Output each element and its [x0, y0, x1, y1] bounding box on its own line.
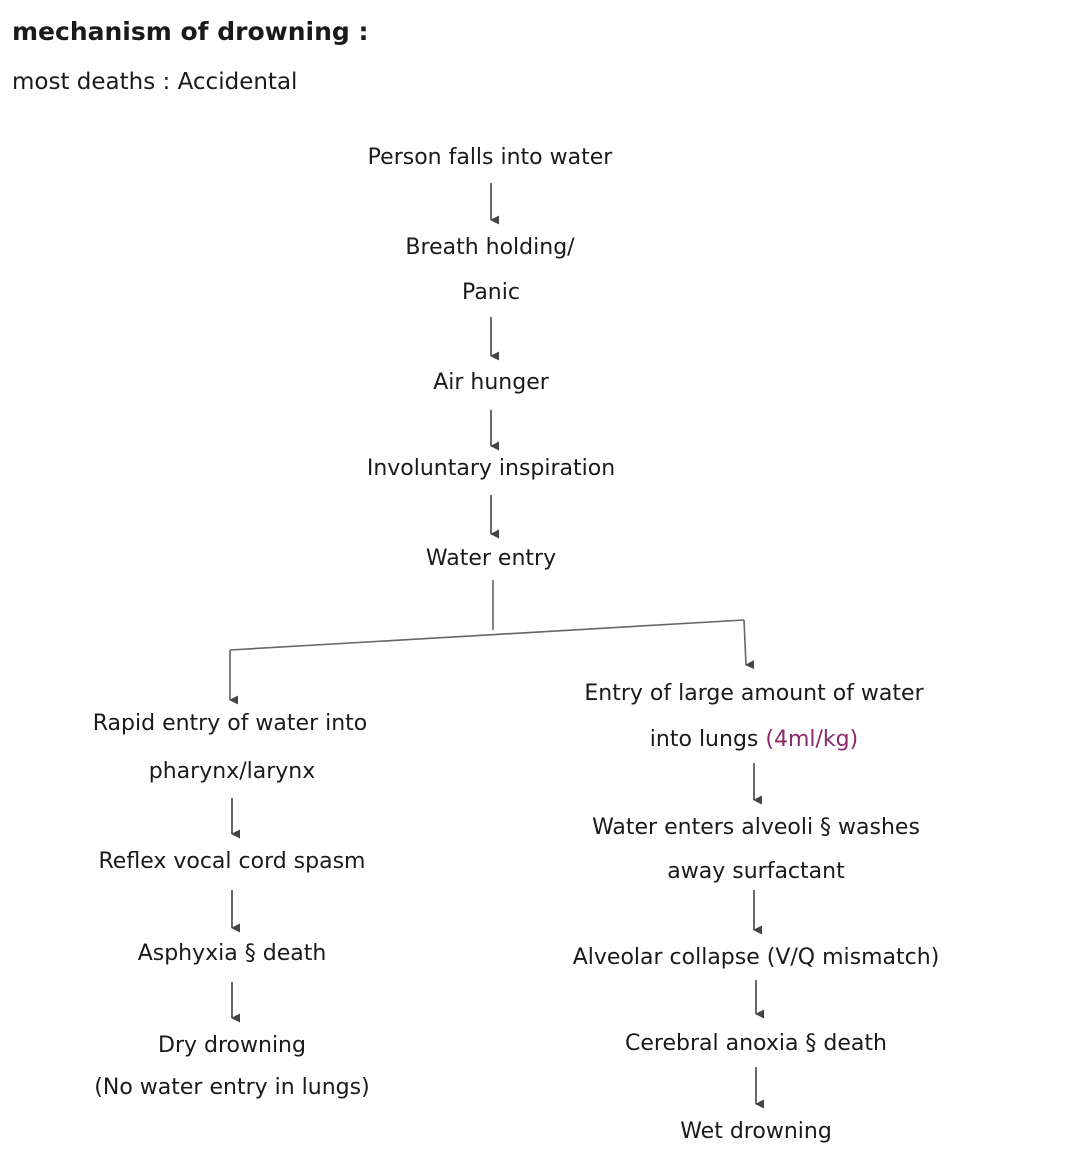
node-dry-drowning-line2: (No water entry in lungs) [94, 1075, 370, 1100]
node-person-falls: Person falls into water [367, 145, 613, 170]
node-wet-drowning: Wet drowning [680, 1119, 832, 1144]
node-asphyxia-death: Asphyxia § death [137, 941, 327, 966]
node-alveoli-line2: away surfactant [667, 859, 845, 884]
node-breath-holding-line2: Panic [462, 280, 520, 305]
node-dry-drowning-line1: Dry drowning [158, 1033, 306, 1058]
node-rapid-entry-line2: pharynx/larynx [148, 759, 316, 784]
page-title: mechanism of drowning : [12, 17, 369, 46]
node-reflex-spasm: Reflex vocal cord spasm [98, 849, 366, 874]
node-large-water-line1: Entry of large amount of water [584, 681, 924, 706]
split-bar [229, 619, 745, 651]
node-breath-holding-line1: Breath holding/ [405, 235, 575, 260]
node-large-water-dose: (4ml/kg) [765, 727, 859, 752]
node-alveoli-line1: Water enters alveoli § washes [592, 815, 920, 840]
node-large-water-lungs: into lungs [649, 727, 759, 752]
node-air-hunger: Air hunger [433, 370, 549, 395]
node-rapid-entry-line1: Rapid entry of water into [92, 711, 368, 736]
node-water-entry: Water entry [425, 546, 557, 571]
node-cerebral-anoxia: Cerebral anoxia § death [625, 1031, 887, 1056]
node-alveolar-collapse: Alveolar collapse (V/Q mismatch) [572, 945, 940, 970]
page-subtitle: most deaths : Accidental [12, 69, 298, 95]
node-large-water-line2: into lungs (4ml/kg) [650, 726, 858, 754]
node-involuntary-inspiration: Involuntary inspiration [366, 456, 616, 481]
split-right-drop [743, 619, 755, 670]
